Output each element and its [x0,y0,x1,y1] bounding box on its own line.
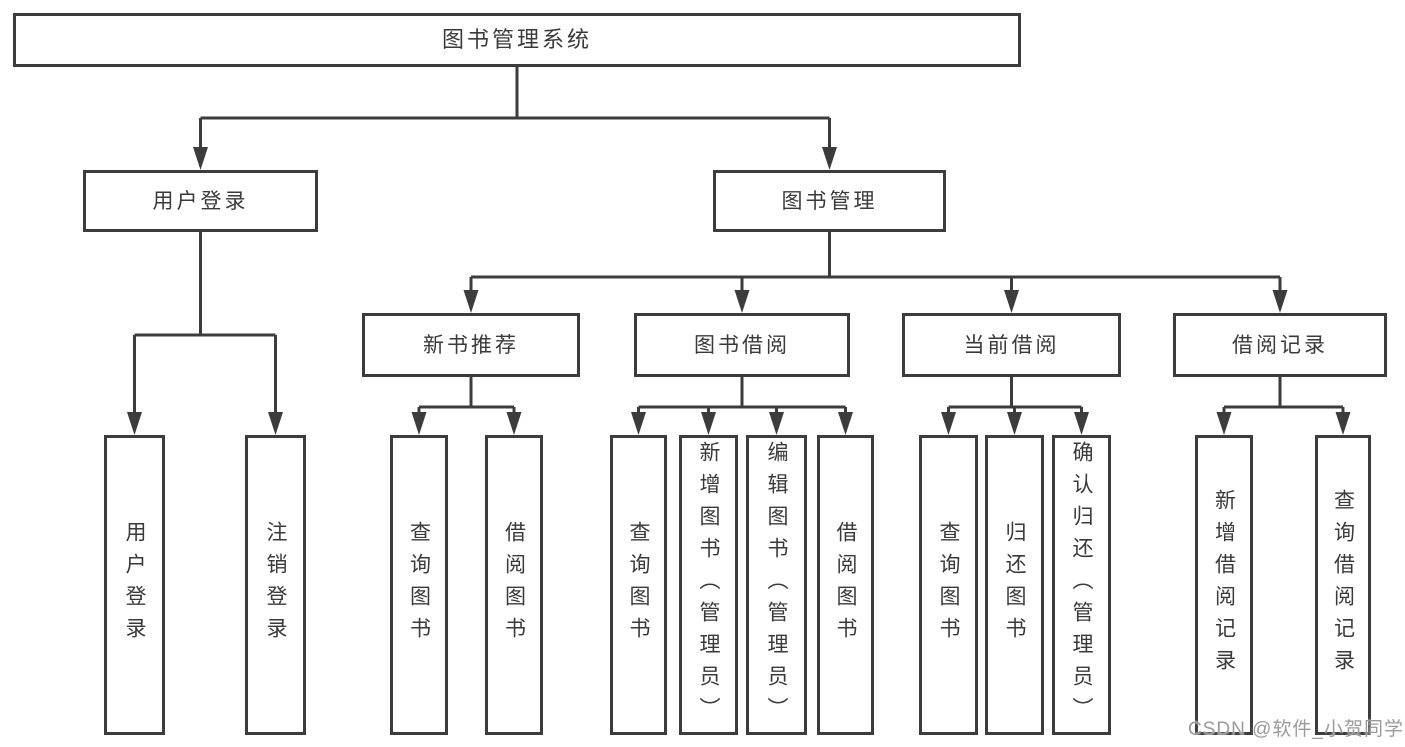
leaf-add-borrow-record: 新增借阅记录 [1195,435,1253,735]
arrow-down-icon [769,412,784,435]
leaf-add-borrow-record-label: 新增借阅记录 [1212,489,1236,681]
leaf-logout-label: 注销登录 [264,521,287,649]
leaf-query-books-current-label: 查询图书 [937,521,960,649]
connector-line [199,67,831,150]
leaf-return-books: 归还图书 [985,435,1044,735]
connector-line [1222,377,1345,414]
node-user-login: 用户登录 [83,170,318,232]
leaf-user-login: 用户登录 [104,435,165,735]
leaf-query-books-recommend: 查询图书 [390,435,448,735]
arrow-down-icon [506,412,522,435]
arrow-down-icon [193,147,208,170]
arrow-down-icon [734,290,750,313]
arrow-down-icon [463,290,479,313]
node-new-book-recommend: 新书推荐 [362,313,580,377]
arrow-down-icon [631,412,646,435]
arrow-down-icon [1074,412,1089,435]
node-borrow-records: 借阅记录 [1173,313,1387,377]
node-borrow-records-label: 借阅记录 [1232,333,1328,357]
leaf-borrow-books: 借阅图书 [817,435,874,735]
leaf-query-books-borrow: 查询图书 [610,435,667,735]
leaf-add-book-admin-label: 新增图书（管理员） [697,441,720,729]
leaf-query-books-borrow-label: 查询图书 [627,521,650,649]
connector-line [469,232,1282,292]
leaf-borrow-books-recommend: 借阅图书 [485,435,543,735]
node-user-login-label: 用户登录 [152,189,249,213]
leaf-query-books-recommend-label: 查询图书 [407,521,431,649]
leaf-query-books-current: 查询图书 [919,435,978,735]
arrow-down-icon [701,412,716,435]
leaf-query-borrow-record-label: 查询借阅记录 [1331,489,1355,681]
arrow-down-icon [411,412,427,435]
arrow-down-icon [127,412,142,435]
leaf-user-login-label: 用户登录 [123,521,146,649]
arrow-down-icon [1335,412,1351,435]
arrow-down-icon [822,147,837,170]
node-current-borrow-label: 当前借阅 [963,333,1060,357]
node-current-borrow: 当前借阅 [902,313,1121,377]
connector-line [947,377,1083,414]
leaf-logout: 注销登录 [245,435,306,735]
node-new-book-recommend-label: 新书推荐 [423,333,519,357]
arrow-down-icon [941,412,956,435]
connector-borrow-records-children [1216,377,1351,435]
arrow-down-icon [268,412,283,435]
leaf-return-books-label: 归还图书 [1003,521,1026,649]
arrow-down-icon [1004,290,1019,313]
arrow-down-icon [1216,412,1232,435]
leaf-edit-book-admin: 编辑图书（管理员） [746,435,807,735]
arrow-down-icon [1272,290,1288,313]
node-book-management-label: 图书管理 [781,189,878,213]
connector-user-login-children [127,232,283,435]
node-book-borrow: 图书借阅 [634,313,850,377]
node-book-management: 图书管理 [713,170,946,232]
leaf-borrow-books-label: 借阅图书 [834,521,857,649]
connector-root-children [193,67,837,170]
connector-book-borrow-children [631,377,853,435]
connector-current-borrow-children [941,377,1089,435]
node-root-label: 图书管理系统 [441,27,592,52]
leaf-confirm-return-admin: 确认归还（管理员） [1052,435,1111,735]
leaf-confirm-return-admin-label: 确认归还（管理员） [1070,441,1093,729]
arrow-down-icon [1007,412,1022,435]
node-root: 图书管理系统 [13,13,1021,67]
connector-line [133,232,277,414]
connector-new-book-recommend-children [411,377,522,435]
leaf-borrow-books-recommend-label: 借阅图书 [502,521,526,649]
connector-line [637,377,847,414]
leaf-query-borrow-record: 查询借阅记录 [1315,435,1371,735]
leaf-edit-book-admin-label: 编辑图书（管理员） [765,441,788,729]
leaf-add-book-admin: 新增图书（管理员） [679,435,738,735]
arrow-down-icon [838,412,853,435]
node-book-borrow-label: 图书借阅 [694,333,790,357]
connector-book-management-children [463,232,1288,313]
connector-line [417,377,516,414]
watermark: CSDN @软件_小贺同学 [1188,719,1404,740]
